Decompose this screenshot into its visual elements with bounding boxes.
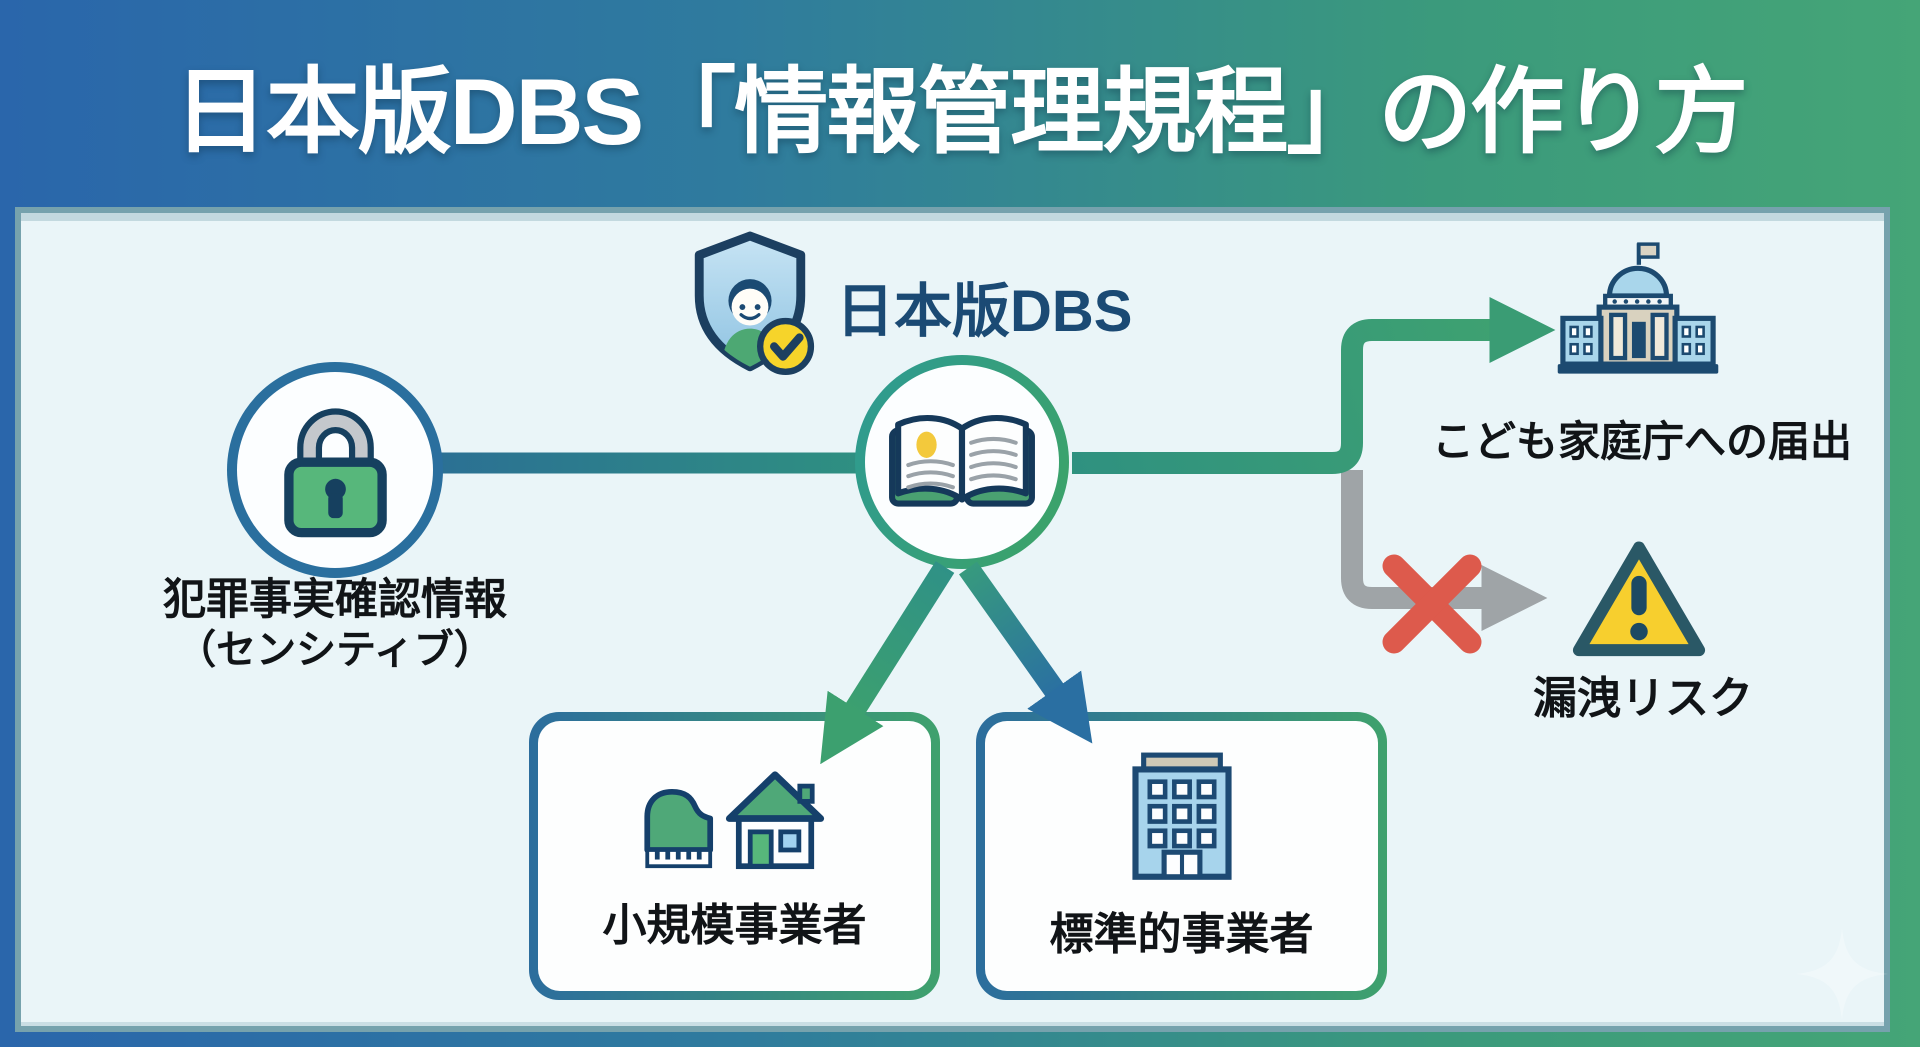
regulation-book-node (855, 355, 1069, 569)
small-operator-card-bg: 小規模事業者 (538, 721, 931, 991)
dbs-label: 日本版DBS (836, 279, 1133, 344)
shield-child-check-icon (694, 231, 815, 375)
small-operator-card: 小規模事業者 (529, 712, 940, 1000)
regulation-book-node-bg (865, 365, 1059, 559)
small-operator-label: 小規模事業者 (602, 901, 867, 950)
agency-node (1556, 238, 1720, 383)
sensitive-info-line1: 犯罪事実確認情報 (163, 576, 507, 624)
sensitive-info-label: 犯罪事実確認情報 （センシティブ） (85, 574, 585, 675)
checkmark-badge (756, 317, 815, 375)
page-title: 日本版DBS「情報管理規程」の作り方 (173, 58, 1748, 164)
checkmark-icon (769, 333, 804, 361)
dbs-shield (684, 226, 816, 383)
standard-operator-label: 標準的事業者 (1049, 910, 1314, 959)
open-book-icon (889, 414, 1035, 507)
sensitive-info-node (227, 362, 443, 578)
padlock-icon (283, 407, 387, 537)
sparkle-icon (1796, 928, 1888, 1025)
leak-risk-node (1568, 536, 1710, 671)
standard-operator-card: 標準的事業者 (976, 712, 1387, 1000)
office-building-icon (1131, 752, 1232, 880)
standard-operator-card-bg: 標準的事業者 (985, 721, 1378, 991)
header: 日本版DBS「情報管理規程」の作り方 (0, 0, 1920, 207)
agency-label: こども家庭庁への届出 (1431, 418, 1852, 465)
leak-risk-label: 漏洩リスク (1533, 674, 1753, 723)
sensitive-info-line2: （センシティブ） (176, 628, 494, 673)
sensitive-info-node-bg (237, 372, 433, 568)
warning-triangle-icon (1572, 541, 1706, 657)
government-building-icon (1557, 242, 1719, 374)
piano-house-icon (644, 771, 825, 870)
